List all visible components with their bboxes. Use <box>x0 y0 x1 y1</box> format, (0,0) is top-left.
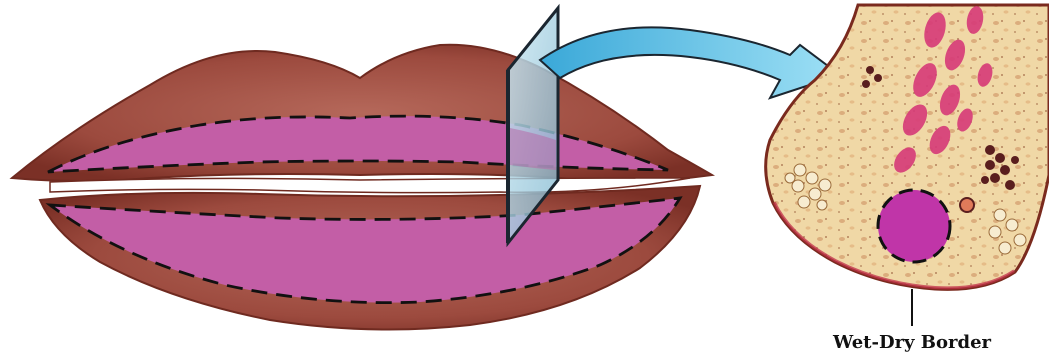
mouth-opening <box>50 178 690 193</box>
small-vessel <box>960 198 974 212</box>
lips <box>12 45 712 330</box>
wet-dry-border-label: Wet-Dry Border <box>832 332 992 353</box>
curved-arrow-icon <box>540 27 840 98</box>
wet-dry-border-region <box>878 190 950 262</box>
wet-dry-border-callout: Wet-Dry Border <box>832 289 992 353</box>
tissue-cross-section <box>766 5 1049 290</box>
